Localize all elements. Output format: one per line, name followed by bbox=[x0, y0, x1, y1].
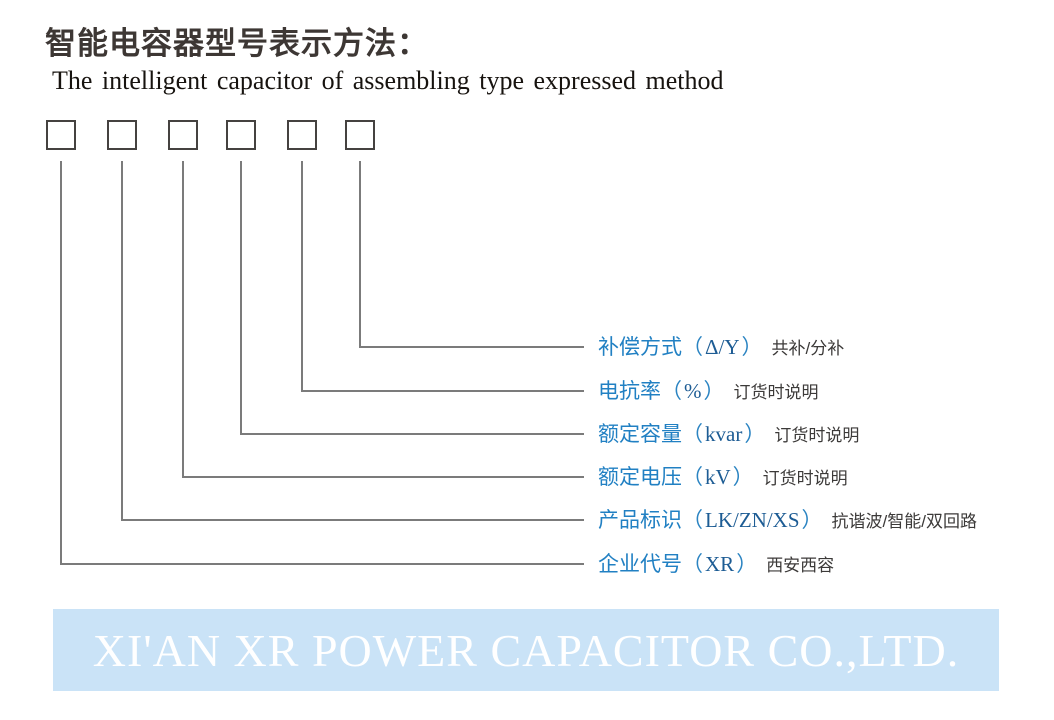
footer-banner: XI'AN XR POWER CAPACITOR CO.,LTD. bbox=[53, 609, 999, 691]
connector-line bbox=[240, 161, 242, 435]
row-label: 产品标识 bbox=[598, 509, 682, 532]
row-code: % bbox=[684, 379, 702, 403]
connector-line bbox=[359, 161, 361, 348]
row-label: 补偿方式 bbox=[598, 336, 682, 359]
row-code: XR bbox=[705, 552, 735, 576]
connector-line bbox=[301, 390, 584, 392]
row-label: 额定容量 bbox=[598, 423, 682, 446]
paren-close: ） bbox=[741, 336, 763, 359]
row-code: Δ/Y bbox=[705, 335, 740, 359]
paren-close: ） bbox=[801, 509, 823, 532]
connector-line bbox=[60, 563, 584, 565]
row-remark: 共补/分补 bbox=[771, 339, 845, 358]
model-code-box-5 bbox=[287, 120, 317, 150]
row-label: 电抗率 bbox=[598, 380, 661, 403]
model-code-box-4 bbox=[226, 120, 256, 150]
paren-open: （ bbox=[682, 509, 703, 532]
model-code-box-2 bbox=[107, 120, 137, 150]
paren-open: （ bbox=[682, 466, 703, 489]
row-remark: 订货时说明 bbox=[733, 383, 819, 402]
label-row-compensation-mode: 补偿方式 （ Δ/Y ） 共补/分补 bbox=[598, 331, 844, 361]
label-row-rated-capacity: 额定容量 （ kvar ） 订货时说明 bbox=[598, 418, 859, 448]
connector-line bbox=[121, 161, 123, 521]
connector-line bbox=[240, 433, 584, 435]
connector-line bbox=[182, 161, 184, 478]
paren-open: （ bbox=[661, 380, 682, 403]
connector-line bbox=[121, 519, 584, 521]
paren-close: ） bbox=[703, 380, 725, 403]
row-code: kV bbox=[705, 465, 731, 489]
paren-open: （ bbox=[682, 553, 703, 576]
model-code-box-1 bbox=[46, 120, 76, 150]
model-code-box-3 bbox=[168, 120, 198, 150]
row-remark: 西安西容 bbox=[766, 556, 835, 575]
row-remark: 订货时说明 bbox=[774, 426, 860, 445]
paren-open: （ bbox=[682, 423, 703, 446]
page-subtitle: The intelligent capacitor of assembling … bbox=[52, 66, 724, 95]
label-row-product-identifier: 产品标识 （ LK/ZN/XS ） 抗谐波/智能/双回路 bbox=[598, 504, 977, 534]
row-label: 企业代号 bbox=[598, 553, 682, 576]
connector-line bbox=[60, 161, 62, 565]
model-code-box-6 bbox=[345, 120, 375, 150]
page-title: 智能电容器型号表示方法： bbox=[45, 26, 429, 61]
paren-close: ） bbox=[732, 466, 754, 489]
connector-line bbox=[301, 161, 303, 392]
company-name: XI'AN XR POWER CAPACITOR CO.,LTD. bbox=[92, 624, 960, 676]
connector-line bbox=[359, 346, 584, 348]
label-row-company-code: 企业代号 （ XR ） 西安西容 bbox=[598, 548, 834, 578]
row-label: 额定电压 bbox=[598, 466, 682, 489]
connector-line bbox=[182, 476, 584, 478]
paren-close: ） bbox=[736, 553, 758, 576]
row-remark: 订货时说明 bbox=[762, 469, 848, 488]
row-remark: 抗谐波/智能/双回路 bbox=[831, 512, 977, 531]
label-row-rated-voltage: 额定电压 （ kV ） 订货时说明 bbox=[598, 461, 848, 491]
paren-close: ） bbox=[744, 423, 766, 446]
row-code: kvar bbox=[705, 422, 743, 446]
paren-open: （ bbox=[682, 336, 703, 359]
row-code: LK/ZN/XS bbox=[705, 508, 800, 532]
label-row-reactance-rate: 电抗率 （ % ） 订货时说明 bbox=[598, 375, 819, 405]
